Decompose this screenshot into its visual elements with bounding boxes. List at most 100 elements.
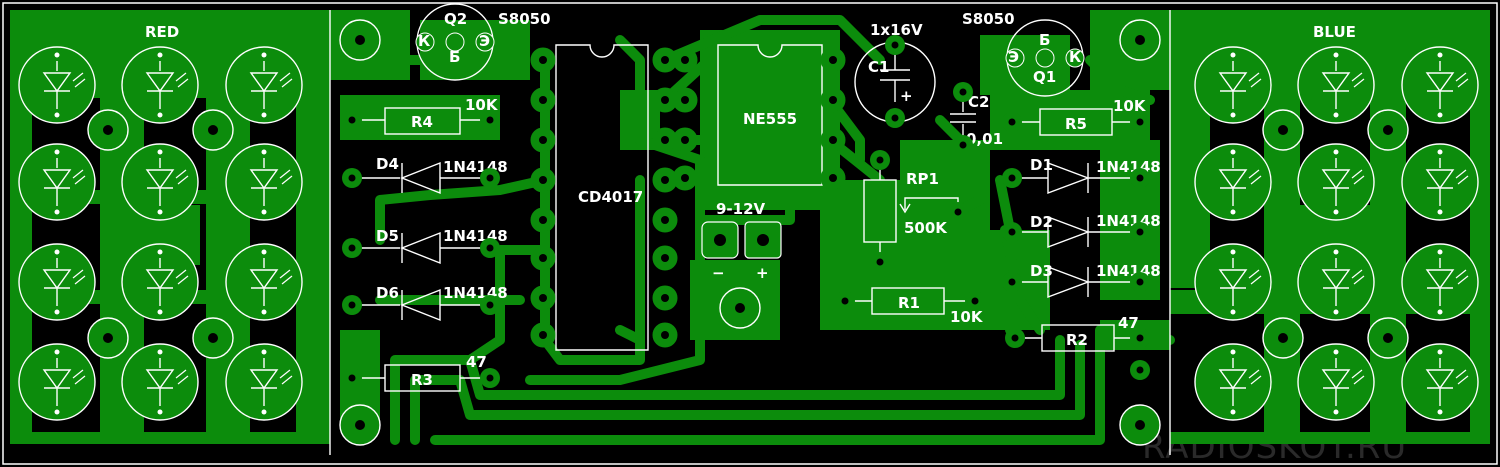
led <box>1297 46 1375 124</box>
ic-pin <box>652 207 678 233</box>
led <box>121 46 199 124</box>
q1-label: Q1 <box>1033 68 1056 86</box>
ic-pin <box>530 87 556 113</box>
blue-label: BLUE <box>1313 23 1356 41</box>
led <box>1401 143 1479 221</box>
pad <box>870 150 890 170</box>
pad <box>885 108 905 128</box>
mount-hole <box>719 287 761 329</box>
d3-value: 1N4148 <box>1096 262 1161 280</box>
c2-label: C2 <box>968 93 989 111</box>
ic-pin <box>530 127 556 153</box>
q2-type: S8050 <box>498 10 551 28</box>
led <box>18 243 96 321</box>
pad <box>1002 112 1022 132</box>
red-label: RED <box>145 23 179 41</box>
led-spacer-hole <box>1367 109 1409 151</box>
ic-pin <box>652 245 678 271</box>
q2-pin-e: Э <box>479 32 490 50</box>
misc-pads <box>342 35 1150 388</box>
capacitor-c2: C2 0,01 <box>950 92 1003 148</box>
ne555-pins <box>672 47 846 191</box>
pad <box>1005 328 1025 348</box>
pad <box>480 295 500 315</box>
pad <box>342 110 362 130</box>
ic-pin <box>652 322 678 348</box>
transistor-q1: Э Б К Q1 S8050 <box>962 10 1085 97</box>
q1-pin-k: К <box>1069 48 1082 66</box>
d1-value: 1N4148 <box>1096 158 1161 176</box>
pad <box>1002 222 1022 242</box>
resistor-r1: R1 10K <box>845 287 984 326</box>
q1-pin-e: Э <box>1008 48 1019 66</box>
led <box>1401 343 1479 421</box>
ic-pin <box>820 47 846 73</box>
led <box>18 343 96 421</box>
cd4017-ic: CD4017 <box>530 44 678 351</box>
pad <box>342 238 362 258</box>
led <box>1401 46 1479 124</box>
ic-pin <box>530 322 556 348</box>
led <box>1297 143 1375 221</box>
led-spacer-hole <box>1262 109 1304 151</box>
pad <box>1130 272 1150 292</box>
mount-hole <box>339 404 381 446</box>
led-spacer-hole <box>1262 317 1304 359</box>
pad <box>965 291 985 311</box>
led-arrays <box>18 46 1479 421</box>
ic-pin <box>530 207 556 233</box>
d2-label: D2 <box>1030 213 1053 231</box>
pad <box>480 110 500 130</box>
r5-value: 10K <box>1113 97 1147 115</box>
ic-pin <box>530 285 556 311</box>
r1-value: 10K <box>950 308 984 326</box>
ic-pin <box>672 87 698 113</box>
pad <box>953 82 973 102</box>
led-spacer-hole <box>87 317 129 359</box>
led-spacer-hole <box>192 109 234 151</box>
ic-pin <box>652 285 678 311</box>
led <box>225 243 303 321</box>
pad <box>480 238 500 258</box>
r3-label: R3 <box>411 371 433 389</box>
led-spacer-hole <box>1367 317 1409 359</box>
led <box>121 343 199 421</box>
cd4017-pins <box>530 47 678 348</box>
led <box>225 343 303 421</box>
pad <box>885 35 905 55</box>
rp1-value: 500K <box>904 219 948 237</box>
rp1-label: RP1 <box>906 170 939 188</box>
transistor-q2: К Б Э Q2 S8050 <box>415 3 551 81</box>
led <box>225 46 303 124</box>
resistor-r5: R5 10K <box>1012 97 1147 136</box>
led <box>1297 343 1375 421</box>
supply-minus: − <box>712 264 725 282</box>
r2-value: 47 <box>1118 314 1139 332</box>
pad <box>1130 360 1150 380</box>
r2-label: R2 <box>1066 331 1088 349</box>
center-copper <box>340 20 1160 430</box>
mount-hole <box>1119 19 1161 61</box>
mount-hole <box>1119 404 1161 446</box>
pad <box>480 168 500 188</box>
led <box>1194 343 1272 421</box>
c2-value: 0,01 <box>966 130 1003 148</box>
pad <box>342 368 362 388</box>
led <box>1194 243 1272 321</box>
ic-pin <box>820 127 846 153</box>
ic-pin <box>530 167 556 193</box>
d3-label: D3 <box>1030 262 1053 280</box>
q2-pin-k: К <box>418 32 431 50</box>
pad <box>953 135 973 155</box>
pad <box>948 202 968 222</box>
ic-pin <box>672 165 698 191</box>
pad <box>835 291 855 311</box>
led <box>1401 243 1479 321</box>
pad <box>1130 328 1150 348</box>
supply-label: 9-12V <box>716 200 766 218</box>
d6-label: D6 <box>376 284 399 302</box>
diode-d1: D1 1N4148 <box>1012 156 1161 195</box>
pad <box>342 295 362 315</box>
d1-label: D1 <box>1030 156 1053 174</box>
